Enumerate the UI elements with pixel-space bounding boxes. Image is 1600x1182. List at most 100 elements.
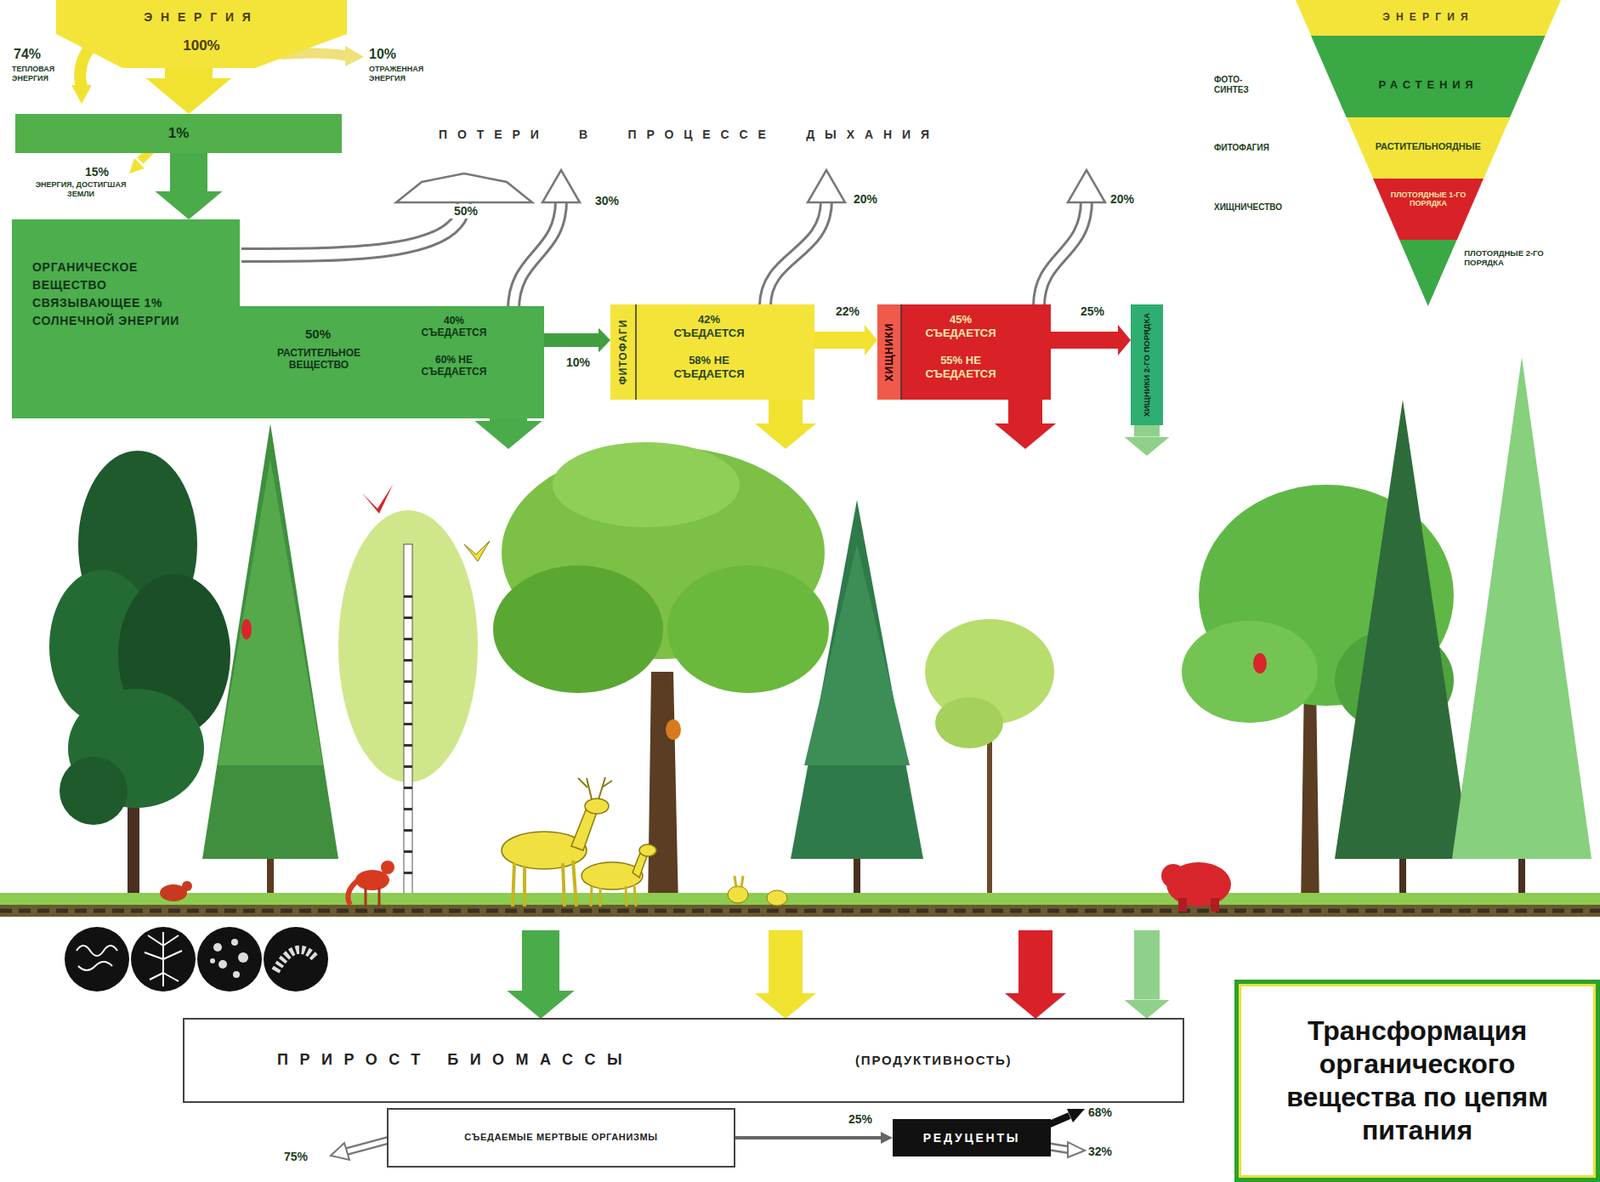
oak-tree	[647, 671, 679, 908]
box-title: ПРИРОСТ БИОМАССЫ	[277, 1050, 634, 1070]
vertical-title: ХИЩНИКИ 2-ГО ПОРЯДКА	[1130, 304, 1164, 426]
birch-tree	[338, 510, 478, 908]
dead-organisms-box: СЪЕДАЕМЫЕ МЕРТВЫЕ ОРГАНИЗМЫ	[387, 1108, 735, 1167]
top-predator-arrow-outline	[1130, 304, 1164, 426]
diagram-label: ПОТЕРИ В ПРОЦЕССЕ ДЫХАНИЯ	[438, 127, 940, 142]
pyramid-band: РАСТИТЕЛЬНОЯДНЫЕ	[1346, 117, 1510, 179]
respiration-loss-arrows	[1038, 200, 1087, 307]
diagram-label: 30%	[595, 193, 619, 209]
flow-arrow-line	[544, 333, 599, 347]
percent-value: 50%	[266, 326, 369, 342]
respiration-loss-arrows	[396, 173, 533, 203]
decomposition-arrows	[346, 1139, 392, 1152]
flow-arrow-line	[521, 930, 560, 991]
pyramid-band-outline	[1346, 117, 1510, 179]
pyramid-band-outline	[1295, 0, 1561, 36]
vertical-title: ХИЩНИКИ	[877, 304, 902, 400]
respiration-loss-arrows	[542, 170, 580, 203]
respiration-loss-arrows	[765, 200, 827, 307]
animals	[464, 540, 490, 562]
flow-arrow	[814, 340, 865, 341]
flow-arrow	[508, 418, 541, 991]
organic-matter-box: ОРГАНИЧЕСКОЕ ВЕЩЕСТВО СВЯЗЫВАЮЩЕЕ 1% СОЛ…	[11, 219, 545, 419]
pine-tree	[49, 450, 231, 908]
animals	[512, 860, 577, 907]
strip-divider	[900, 304, 903, 400]
top-predator-arrow: ХИЩНИКИ 2-ГО ПОРЯДКА	[1130, 304, 1164, 426]
flow-arrow	[734, 1137, 881, 1139]
pyramid-tip-outline	[1399, 239, 1458, 307]
band-text: ЭНЕРГИЯ	[1295, 11, 1561, 23]
box-text: СЪЕДАЕМЫЕ МЕРТВЫЕ ОРГАНИЗМЫ	[387, 1131, 735, 1143]
productivity-box: ПРИРОСТ БИОМАССЫ (ПРОДУКТИВНОСТЬ)	[183, 1018, 1184, 1102]
box-text: 58% НЕ СЪЕДАЕТСЯ	[666, 353, 752, 381]
band-text: ПЛОТОЯДНЫЕ 1-ГО ПОРЯДКА	[1385, 190, 1471, 209]
diagram-label: 20%	[853, 192, 878, 207]
energy-side-arrows	[79, 49, 89, 87]
flow-arrow-line	[489, 418, 528, 421]
reducers-box: РЕДУЦЕНТЫ	[892, 1118, 1051, 1157]
predator-box: ХИЩНИКИ45% СЪЕДАЕТСЯ55% НЕ СЪЕДАЕТСЯ	[877, 304, 1051, 400]
flow-arrow-line	[170, 153, 208, 192]
spruce-tree	[804, 544, 910, 766]
box-text: 42% СЪЕДАЕТСЯ	[666, 312, 752, 340]
productivity-box-outline	[183, 1018, 1184, 1102]
diagram-label: 10%	[368, 45, 397, 63]
energy-side-arrows	[345, 45, 364, 67]
larch-tree	[202, 423, 339, 908]
respiration-loss-arrows	[513, 200, 562, 310]
edge-label: 22%	[824, 304, 871, 319]
diagram-label: ТЕПЛОВАЯ ЭНЕРГИЯ	[11, 64, 74, 84]
energy-arrow: ЭНЕРГИЯ100%	[56, 0, 347, 69]
energy-side-arrows	[71, 85, 92, 104]
animals	[639, 844, 657, 857]
box-text: РЕДУЦЕНТЫ	[892, 1130, 1051, 1146]
box-text: 45% СЪЕДАЕТСЯ	[918, 312, 1004, 340]
flow-arrow	[1025, 399, 1036, 993]
box-description: ОРГАНИЧЕСКОЕ ВЕЩЕСТВО СВЯЗЫВАЮЩЕЕ 1% СОЛ…	[32, 258, 184, 330]
soil-organisms	[64, 926, 329, 992]
flow-arrow	[544, 340, 599, 341]
diagram-label: ХИЩНИЧЕСТВО	[1214, 202, 1283, 213]
soil-organisms	[275, 949, 317, 971]
animals	[590, 884, 636, 907]
box-subtitle: (ПРОДУКТИВНОСТЬ)	[855, 1052, 1012, 1068]
phytophage-box: ФИТОФАГИ42% СЪЕДАЕТСЯ58% НЕ СЪЕДАЕТСЯ	[610, 304, 815, 400]
pyramid-band-shape	[1310, 35, 1546, 118]
node-title: ЭНЕРГИЯ	[56, 10, 347, 25]
animals	[578, 777, 613, 800]
flow-arrow	[188, 68, 190, 79]
respiration-loss-arrows	[1067, 170, 1106, 203]
animals	[241, 618, 252, 640]
ground	[0, 892, 1600, 907]
animals	[727, 885, 749, 903]
band-text: ПЛОТОЯДНЫЕ 2-ГО ПОРЯДКА	[1463, 248, 1560, 268]
right-trees	[1300, 680, 1320, 908]
energy-bar-outline	[15, 113, 342, 154]
band-text: РАСТИТЕЛЬНОЯДНЫЕ	[1351, 141, 1505, 153]
young-pine-tree	[924, 618, 1055, 908]
decomposition-arrows	[330, 1142, 350, 1160]
animals	[1161, 863, 1186, 888]
respiration-loss-arrows	[513, 200, 562, 310]
soil-organisms	[76, 945, 118, 971]
flow-arrow-line	[1018, 930, 1053, 993]
soil-organisms	[197, 926, 262, 992]
ground	[0, 908, 1600, 914]
edge-label: 25%	[837, 1112, 884, 1127]
reducers-box-outline	[892, 1118, 1051, 1157]
animals	[380, 860, 395, 874]
respiration-loss-arrows	[241, 200, 465, 256]
band-text: РАСТЕНИЯ	[1310, 78, 1546, 92]
edge-label: 25%	[1069, 304, 1116, 319]
flow-arrow-line	[1008, 399, 1043, 424]
pyramid-band-outline	[1310, 35, 1546, 118]
title-strip	[877, 304, 902, 400]
right-trees	[1181, 357, 1592, 908]
flow-arrow-line	[734, 1135, 881, 1140]
diagram-label: 75%	[283, 1149, 308, 1164]
flow-arrow	[188, 153, 190, 192]
flow-arrow	[1050, 340, 1118, 341]
flow-arrow	[1146, 425, 1148, 1000]
animals	[1178, 897, 1187, 912]
